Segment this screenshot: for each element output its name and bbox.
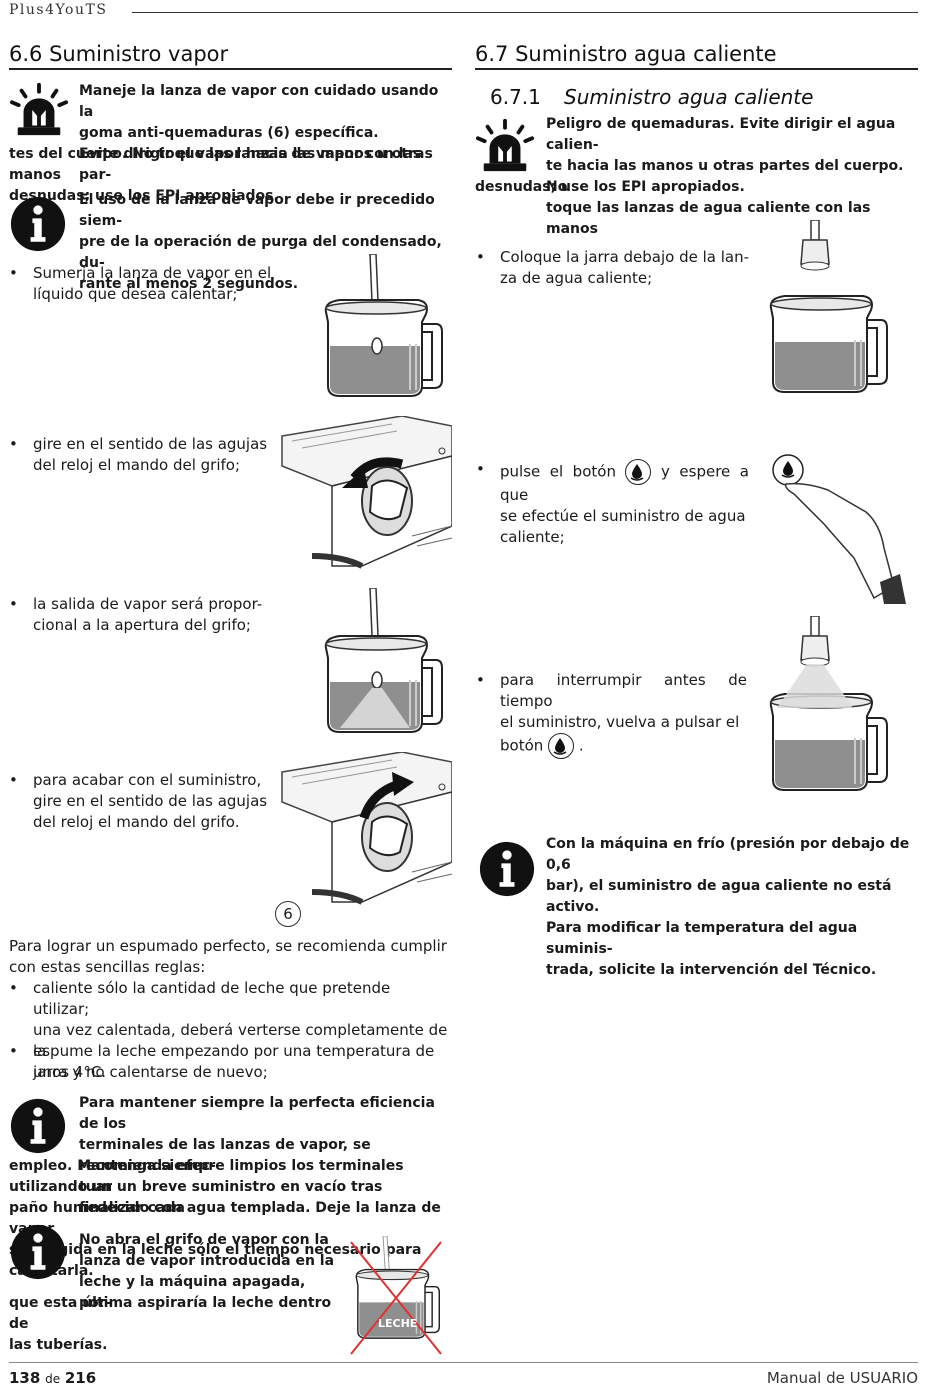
info-text-line: lanza de vapor introducida en la: [79, 1253, 335, 1269]
warning-text-line: Peligro de quemaduras. Evite dirigir el …: [546, 116, 896, 153]
step-interrupt: para interrumpir antes de tiempo el sumi…: [476, 670, 747, 759]
step-text-line: se efectúe el suministro de agua: [500, 507, 746, 525]
info-text-line: las tuberías.: [9, 1337, 108, 1353]
info-text-line: terminales de las lanzas de vapor, se re…: [79, 1137, 371, 1174]
step-text-line: za de agua caliente;: [500, 269, 653, 287]
tips-intro: Para lograr un espumado perfecto, se rec…: [9, 936, 450, 978]
page-number: 138 de 216: [9, 1369, 96, 1387]
hot-water-button-inline: [548, 733, 575, 759]
info-text-line: trada, solicite la intervención del Técn…: [546, 962, 877, 978]
info-text-line: Con la máquina en frío (presión por deba…: [546, 836, 910, 873]
step-close-knob: para acabar con el suministro, gire en e…: [9, 770, 273, 833]
page-total: 216: [64, 1369, 97, 1387]
step-text-line: del reloj el mando del grifo;: [33, 456, 241, 474]
step-text-line: el suministro, vuelva a pulsar el: [500, 713, 740, 731]
brand-name: Plus4YouTS: [9, 2, 108, 18]
step-text-line: del reloj el mando del grifo.: [33, 813, 240, 831]
step-text-line: líquido que desea calentar;: [33, 285, 238, 303]
section-title-steam: 6.6 Suministro vapor: [9, 42, 229, 66]
step-text-line: para acabar con el suministro,: [33, 771, 262, 789]
footer-divider: [9, 1362, 918, 1363]
hot-water-button-inline: [625, 459, 652, 485]
info-text-line: bar), el suministro de agua caliente no …: [546, 878, 892, 915]
step-text-line: para interrumpir antes de tiempo: [500, 671, 747, 710]
warning-text-line: tes del cuerpo. No toque las lanzas de v…: [9, 146, 422, 183]
info-icon: [10, 1098, 66, 1154]
jug-label: LECHE: [378, 1317, 418, 1330]
knob-open-illustration: [272, 416, 452, 576]
info-icon: [479, 841, 535, 897]
warning-text-line: goma anti-quemaduras (6) específica.: [79, 125, 379, 141]
warning-text-line: toque las lanzas de agua caliente con la…: [546, 200, 871, 237]
tips-text-line: con estas sencillas reglas:: [9, 958, 206, 976]
knob-close-illustration: [272, 752, 452, 912]
tip-start-temperature: espume la leche empezando por una temper…: [9, 1041, 450, 1083]
warning-text-line: Evite dirigir el vapor hacia las manos u…: [79, 146, 433, 183]
step-steam-proportional: la salida de vapor será propor- cional a…: [9, 594, 273, 636]
page-of: de: [45, 1372, 61, 1386]
info-text-line: que esta última aspiraría la leche dentr…: [9, 1295, 332, 1332]
header-divider: [132, 12, 918, 13]
water-drop-icon: [552, 737, 568, 755]
info-text-line: empleo. Mantenga siempre limpios los ter…: [9, 1158, 404, 1195]
info-icon: [10, 196, 66, 252]
water-drop-icon: [629, 463, 645, 481]
jug-filling-hot-water-illustration: [769, 616, 888, 791]
jug-steaming-illustration: [324, 588, 443, 733]
manual-title: Manual de USUARIO: [766, 1369, 918, 1387]
step-text-part: pulse el botón: [500, 462, 616, 481]
step-text-line: la salida de vapor será propor-: [33, 595, 263, 613]
info-text-line: leche y la máquina apagada, por-: [79, 1274, 306, 1311]
step-text-line: cional a la apertura del grifo;: [33, 616, 251, 634]
info-text-line: Para modificar la temperatura del agua s…: [546, 920, 858, 957]
finger-pressing-button-illustration: [772, 454, 906, 604]
subsection-number: 6.7.1: [490, 85, 541, 109]
tip-text-line: unos 4°C.: [33, 1063, 107, 1081]
jug-crossed-out-illustration: [350, 1236, 442, 1355]
step-immerse-wand: Sumerja la lanza de vapor en el líquido …: [9, 263, 283, 305]
step-turn-knob: gire en el sentido de las agujas del rel…: [9, 434, 273, 476]
warning-light-icon: [476, 118, 534, 174]
info-text-line: No abra el grifo de vapor con la: [79, 1232, 329, 1248]
warning-text-line: Maneje la lanza de vapor con cuidado usa…: [79, 83, 439, 120]
step-press-button: pulse el botón y espere a que se efectúe…: [476, 459, 749, 548]
info-icon: [10, 1224, 66, 1280]
step-text-line: Sumerja la lanza de vapor en el: [33, 264, 272, 282]
warning-text-line: te hacia las manos u otras partes del cu…: [546, 158, 904, 195]
warning-light-icon: [10, 82, 68, 138]
step-text-line: gire en el sentido de las agujas: [33, 435, 268, 453]
warning-text-line: desnudas; use los EPI apropiados.: [9, 188, 279, 204]
subsection-title: Suministro agua caliente: [564, 85, 814, 109]
tip-text-line: espume la leche empezando por una temper…: [33, 1042, 435, 1060]
info-text-line: Para mantener siempre la perfecta eficie…: [79, 1095, 435, 1132]
tip-text-line: caliente sólo la cantidad de leche que p…: [33, 979, 391, 1018]
section-title-underline: [9, 68, 452, 70]
info-text-line: El uso de la lanza de vapor debe ir prec…: [79, 192, 435, 229]
tips-text-line: Para lograr un espumado perfecto, se rec…: [9, 937, 447, 955]
info-text-line: tuar un breve suministro en vacío tras f…: [79, 1179, 383, 1216]
section-title-underline: [475, 68, 918, 70]
jug-under-hot-water-nozzle-illustration: [769, 220, 888, 393]
step-text-part: botón: [500, 736, 544, 755]
step-text-part: .: [578, 736, 584, 755]
jug-with-steam-wand-illustration: [324, 254, 443, 397]
step-text-line: Coloque la jarra debajo de la lan-: [500, 248, 750, 266]
step-text-line: caliente;: [500, 528, 565, 546]
page-current: 138: [9, 1369, 41, 1387]
step-text-line: gire en el sentido de las agujas: [33, 792, 268, 810]
callout-number-6: 6: [275, 901, 301, 927]
warning-text-line: desnudas; use los EPI apropiados.: [475, 179, 745, 195]
step-place-jug: Coloque la jarra debajo de la lan- za de…: [476, 247, 750, 289]
step-text-part: y espere a que: [500, 462, 749, 505]
section-title-hot-water: 6.7 Suministro agua caliente: [475, 42, 777, 66]
